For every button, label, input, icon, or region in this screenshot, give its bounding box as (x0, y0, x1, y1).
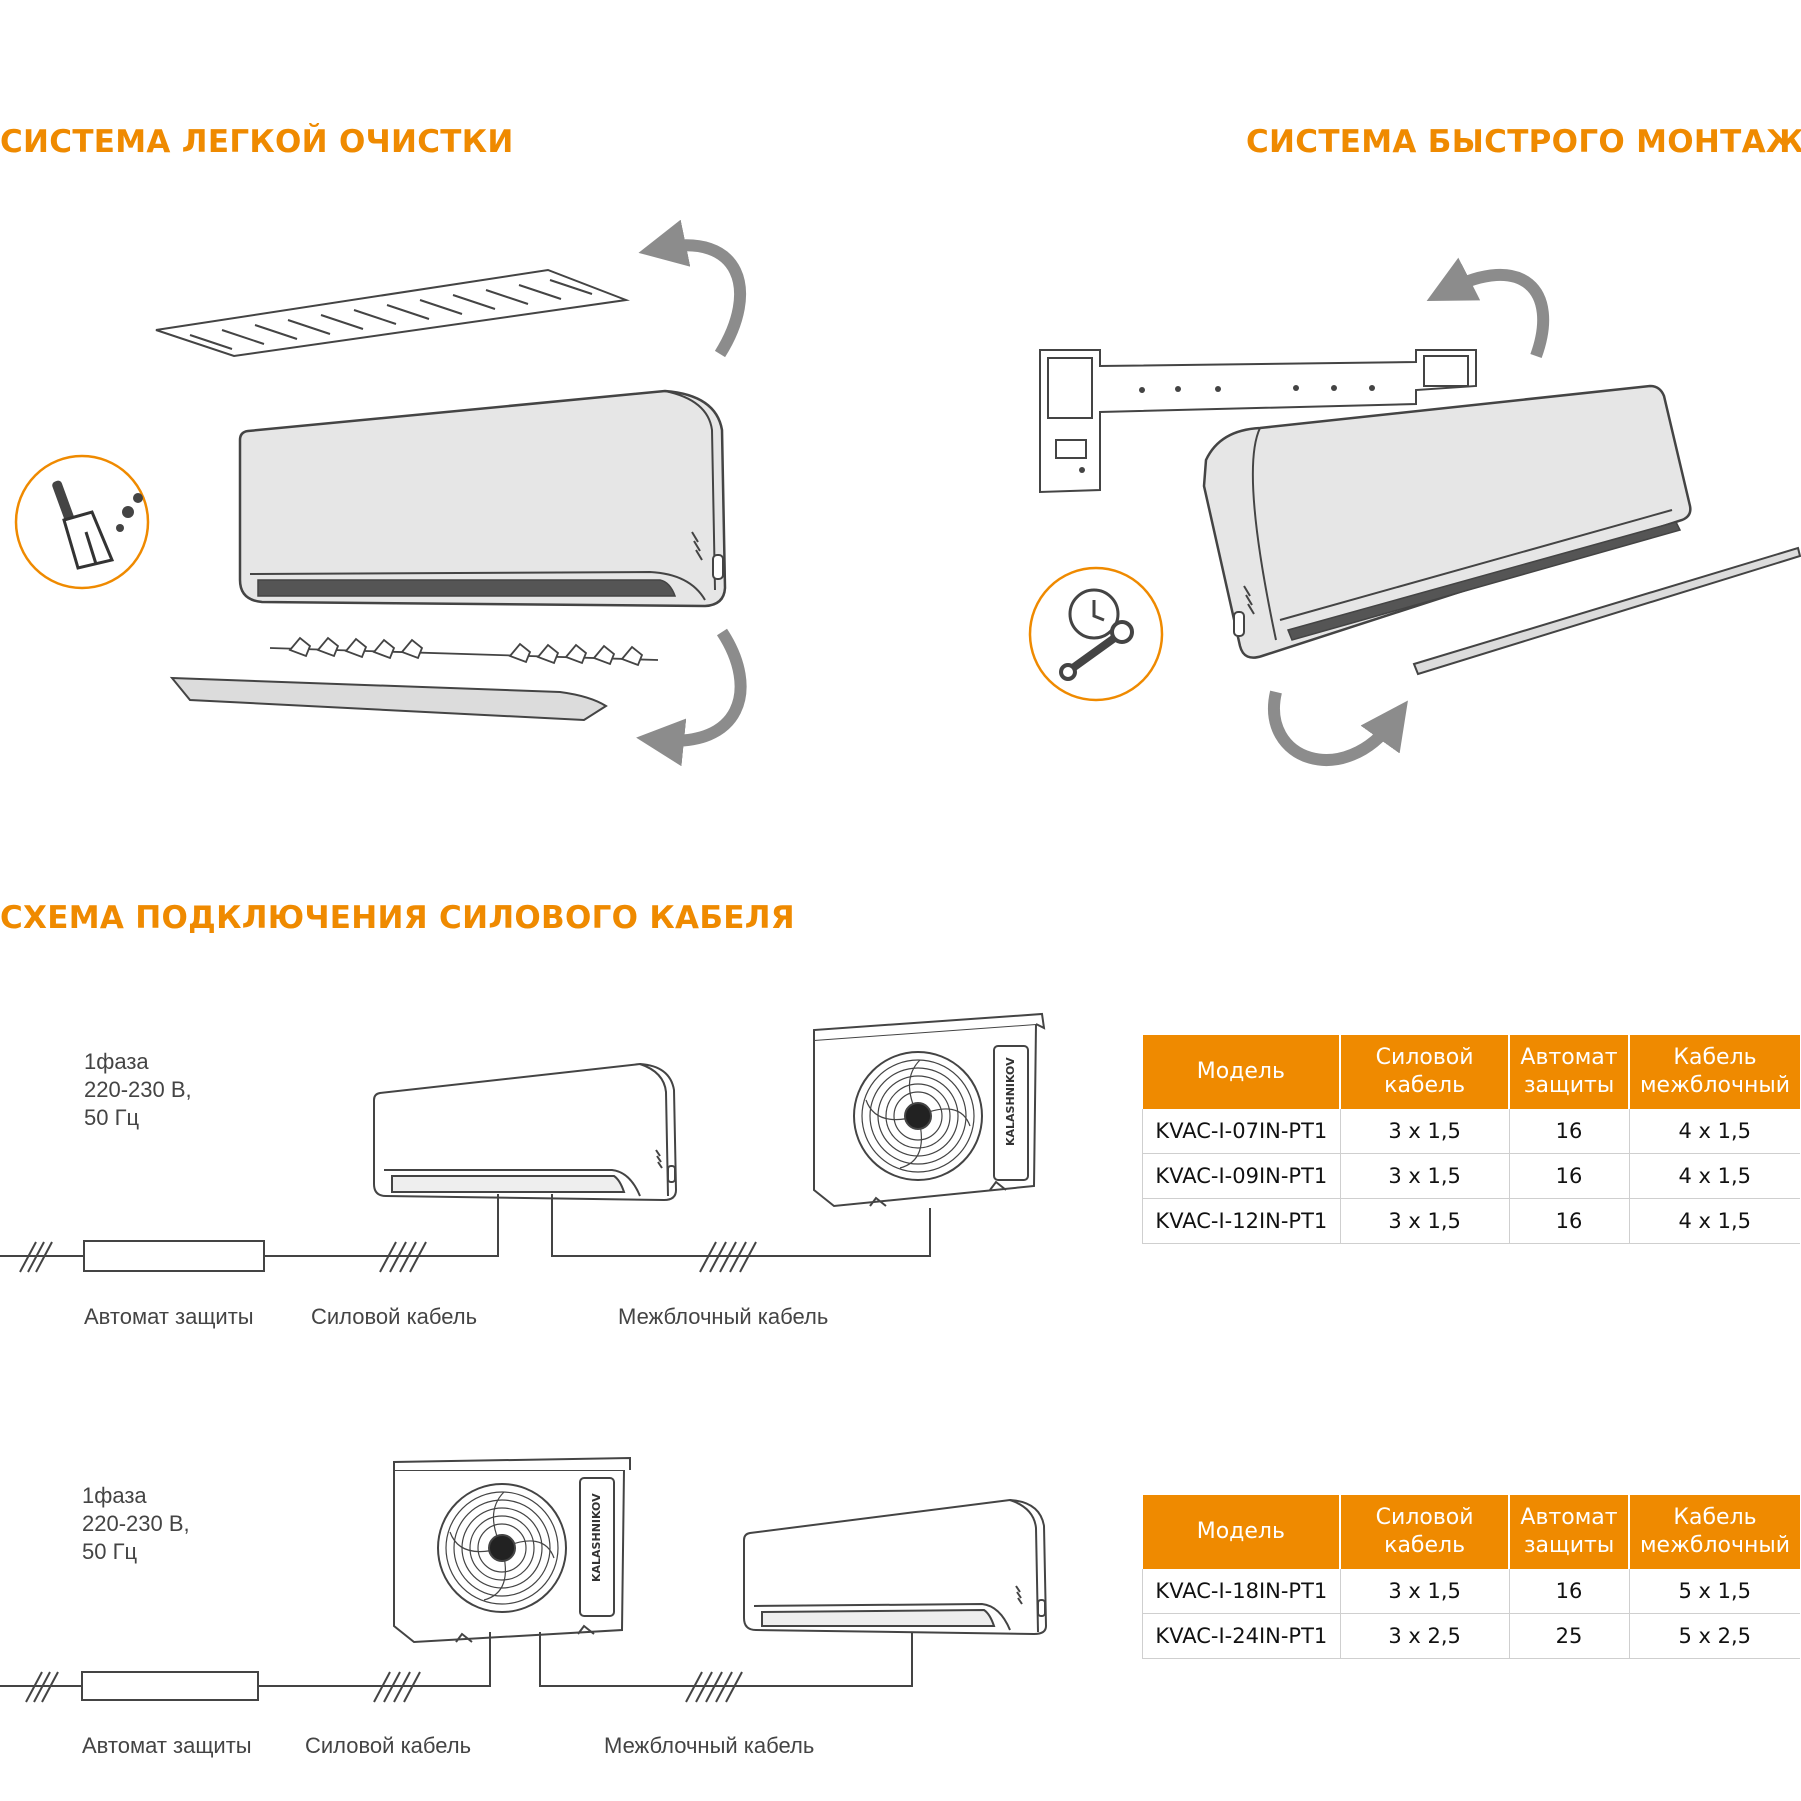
table-header-row: Модель Силовой кабель Автомат защиты Каб… (1142, 1495, 1800, 1569)
breaker-box-1 (83, 1240, 265, 1272)
cell-model: KVAC-I-12IN-PT1 (1142, 1198, 1341, 1244)
header-model: Модель (1142, 1035, 1342, 1109)
wiring-diagram-2: KALASHNIKOV (0, 1456, 1048, 1703)
fast-mount-heading: СИСТЕМА БЫСТРОГО МОНТАЖА (1246, 124, 1801, 160)
cell-model: KVAC-I-07IN-PT1 (1142, 1109, 1341, 1154)
cell-breaker: 25 (1509, 1613, 1630, 1659)
front-flap (1412, 546, 1801, 676)
table-row: KVAC-I-12IN-PT1 3 x 1,5 16 4 x 1,5 (1142, 1198, 1800, 1244)
power-spec-2: 1фаза 220-230 В, 50 Гц (82, 1482, 190, 1566)
cell-interunit-cable: 5 x 2,5 (1629, 1613, 1800, 1659)
table-row: KVAC-I-18IN-PT1 3 x 1,5 16 5 x 1,5 (1142, 1569, 1800, 1614)
indoor-unit-diagram-2 (743, 1498, 1048, 1636)
header-power-cable: Силовой кабель (1340, 1035, 1511, 1109)
table-row: KVAC-I-09IN-PT1 3 x 1,5 16 4 x 1,5 (1142, 1153, 1800, 1199)
power-frequency-2: 50 Гц (82, 1539, 138, 1564)
header-interunit-cable: Кабель межблочный (1629, 1495, 1800, 1569)
header-breaker: Автомат защиты (1509, 1035, 1630, 1109)
louver-blades (269, 636, 659, 667)
header-interunit-cable: Кабель межблочный (1629, 1035, 1800, 1109)
cell-model: KVAC-I-24IN-PT1 (1142, 1613, 1341, 1659)
broom-icon (14, 454, 150, 590)
brand-label-diagram-1: KALASHNIKOV (1004, 1057, 1017, 1146)
indoor-unit-easy-clean (238, 389, 727, 608)
bottom-flap (169, 676, 608, 722)
mounting-plate (1039, 349, 1477, 494)
cell-model: KVAC-I-09IN-PT1 (1142, 1153, 1341, 1199)
cell-breaker: 16 (1509, 1153, 1630, 1199)
cell-breaker: 16 (1509, 1198, 1630, 1244)
header-model: Модель (1142, 1495, 1342, 1569)
interunit-cable-label-1: Межблочный кабель (618, 1304, 829, 1329)
cell-interunit-cable: 4 x 1,5 (1629, 1198, 1800, 1244)
spec-table-2: Модель Силовой кабель Автомат защиты Каб… (1142, 1495, 1800, 1659)
table-row: KVAC-I-24IN-PT1 3 x 2,5 25 5 x 2,5 (1142, 1613, 1800, 1659)
fast-mount-illustration (1028, 257, 1801, 766)
cell-power-cable: 3 x 1,5 (1340, 1109, 1510, 1154)
outdoor-unit-diagram-1 (813, 1012, 1046, 1208)
power-cable-label-1: Силовой кабель (311, 1304, 478, 1329)
easy-clean-heading: СИСТЕМА ЛЕГКОЙ ОЧИСТКИ (0, 124, 514, 160)
cell-power-cable: 3 x 1,5 (1340, 1198, 1510, 1244)
cell-breaker: 16 (1509, 1109, 1630, 1154)
wiring-diagram-1: KALASHNIKOV (0, 1012, 1046, 1273)
table-header-row: Модель Силовой кабель Автомат защиты Каб… (1142, 1035, 1800, 1109)
header-breaker: Автомат защиты (1509, 1495, 1630, 1569)
hatch-marks-2 (25, 1671, 743, 1703)
breaker-label-2: Автомат защиты (82, 1733, 252, 1758)
wiring-lines-1 (0, 1194, 931, 1257)
brand-label-diagram-2: KALASHNIKOV (590, 1493, 603, 1582)
power-voltage-2: 220-230 В, (82, 1511, 190, 1536)
interunit-cable-label-2: Межблочный кабель (604, 1733, 815, 1758)
indoor-unit-diagram-1 (373, 1062, 678, 1202)
header-power-cable: Силовой кабель (1340, 1495, 1511, 1569)
wiring-lines-2 (0, 1632, 913, 1687)
cell-breaker: 16 (1509, 1569, 1630, 1614)
power-frequency-1: 50 Гц (84, 1105, 140, 1130)
cell-power-cable: 3 x 1,5 (1340, 1153, 1510, 1199)
indoor-unit-fast-mount (1202, 384, 1692, 659)
power-phase-2: 1фаза (82, 1483, 147, 1508)
cell-interunit-cable: 4 x 1,5 (1629, 1153, 1800, 1199)
easy-clean-illustration (14, 219, 747, 767)
hatch-marks-1 (19, 1241, 757, 1273)
power-cable-label-2: Силовой кабель (305, 1733, 472, 1758)
cell-power-cable: 3 x 1,5 (1340, 1569, 1510, 1614)
power-phase-1: 1фаза (84, 1049, 149, 1074)
breaker-box-2 (81, 1671, 259, 1701)
rotate-arrow-top (638, 219, 747, 358)
power-spec-1: 1фаза 220-230 В, 50 Гц (84, 1048, 192, 1132)
rotate-arrow-mount-bottom (1268, 690, 1408, 766)
breaker-label-1: Автомат защиты (84, 1304, 254, 1329)
rotate-arrow-mount-top (1426, 257, 1550, 359)
cell-interunit-cable: 5 x 1,5 (1629, 1569, 1800, 1614)
rotate-arrow-bottom (636, 628, 747, 767)
table-row: KVAC-I-07IN-PT1 3 x 1,5 16 4 x 1,5 (1142, 1109, 1800, 1154)
filter-panel (155, 268, 630, 358)
wiring-heading: СХЕМА ПОДКЛЮЧЕНИЯ СИЛОВОГО КАБЕЛЯ (0, 900, 795, 936)
cell-model: KVAC-I-18IN-PT1 (1142, 1569, 1341, 1614)
spec-table-1: Модель Силовой кабель Автомат защиты Каб… (1142, 1035, 1800, 1244)
outdoor-unit-diagram-2 (393, 1456, 631, 1644)
cell-interunit-cable: 4 x 1,5 (1629, 1109, 1800, 1154)
power-voltage-1: 220-230 В, (84, 1077, 192, 1102)
cell-power-cable: 3 x 2,5 (1340, 1613, 1510, 1659)
clock-wrench-icon (1028, 566, 1164, 702)
